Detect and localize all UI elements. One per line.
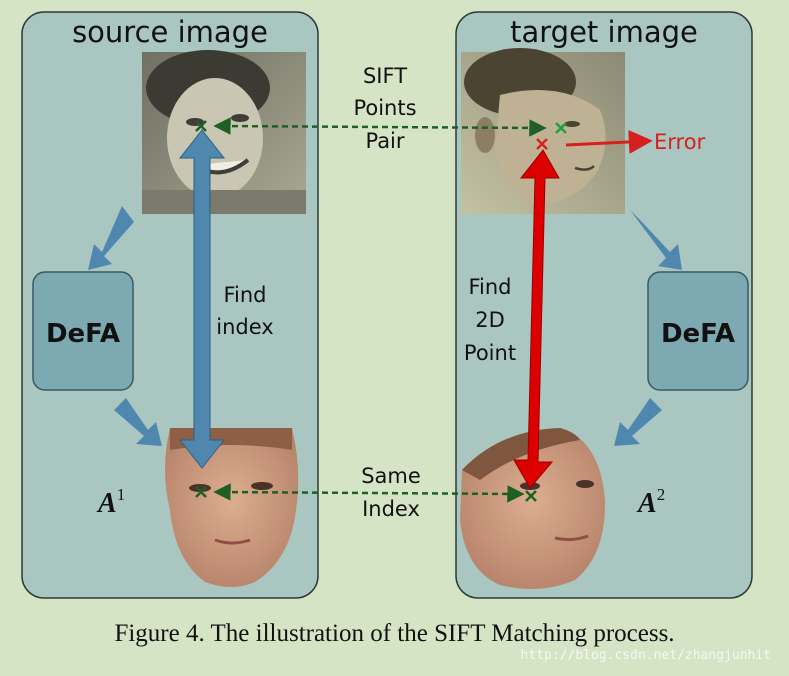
- find-2d-point-arrow: [513, 149, 560, 489]
- a2-index-marker: [525, 490, 537, 502]
- find-index-arrow: [178, 129, 226, 469]
- error-label: Error: [654, 130, 706, 154]
- a2-base: A: [636, 488, 657, 519]
- find-2d-line1: Find: [468, 275, 511, 299]
- defa-right-box: [647, 271, 749, 391]
- source-panel-title: source image: [72, 15, 268, 49]
- a1-base: A: [96, 488, 117, 519]
- same-index-line1: Same: [361, 464, 421, 488]
- target-panel-title: target image: [510, 15, 698, 49]
- find-index-line1: Find: [223, 283, 266, 307]
- a1-index-marker: [195, 486, 207, 498]
- source-face-photo: [142, 50, 306, 214]
- sift-label-line2: Points: [353, 96, 416, 120]
- sift-matching-diagram: source image target image D: [21, 11, 753, 599]
- find-2d-line3: Point: [464, 341, 516, 365]
- watermark: http://blog.csdn.net/zhangjunhit: [520, 648, 771, 663]
- source-keypoint-marker: [195, 120, 207, 132]
- projected-point-marker: [536, 138, 548, 150]
- defa-left-box: [32, 271, 134, 391]
- find-2d-line2: 2D: [475, 308, 505, 332]
- flow-arrow-target-to-defa: [630, 210, 682, 270]
- flow-arrow-defa-to-a1: [114, 398, 162, 446]
- sift-pair-dashed-arrow: [213, 117, 547, 137]
- defa-right-label: DeFA: [661, 319, 735, 349]
- a1-label: A1: [96, 485, 125, 519]
- find-index-line2: index: [216, 315, 273, 339]
- flow-arrow-defa-to-a2: [614, 398, 662, 446]
- sift-label-line3: Pair: [365, 129, 404, 153]
- target-keypoint-marker: [555, 122, 567, 134]
- same-index-line2: Index: [362, 497, 420, 521]
- error-arrow: [565, 129, 653, 154]
- sift-label-line1: SIFT: [363, 64, 407, 88]
- a2-label: A2: [636, 485, 665, 519]
- same-index-dashed-arrow: [213, 483, 525, 503]
- figure-caption: Figure 4. The illustration of the SIFT M…: [114, 620, 675, 647]
- flow-arrow-source-to-defa: [88, 206, 134, 270]
- defa-left-label: DeFA: [46, 319, 120, 349]
- a2-superscript: 2: [657, 485, 666, 504]
- a1-superscript: 1: [117, 485, 126, 504]
